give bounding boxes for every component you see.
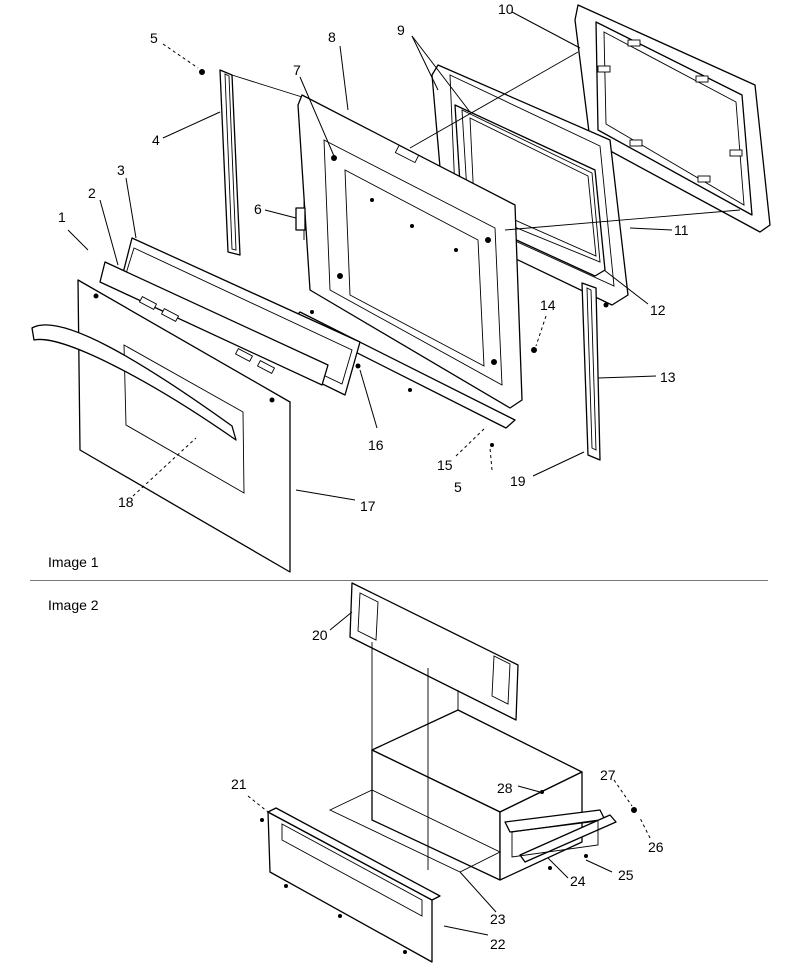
callout-13: 13: [660, 369, 676, 385]
part-8-inner-door-panel: [297, 94, 523, 409]
part-24-25-drawer-slide: [504, 809, 617, 863]
callout-2: 2: [88, 185, 96, 201]
callout-18: 18: [118, 494, 134, 510]
callout-3: 3: [117, 162, 125, 178]
leader-lines-image-1: [67, 11, 673, 501]
callout-15: 15: [437, 457, 453, 473]
caption-image-2: Image 2: [48, 597, 99, 613]
callout-25: 25: [618, 867, 634, 883]
callout-10: 10: [498, 1, 514, 17]
callout-8: 8: [328, 29, 336, 45]
callout-14: 14: [540, 297, 556, 313]
callout-9: 9: [397, 22, 405, 38]
callout-27: 27: [600, 767, 616, 783]
part-17-outer-door-panel: [77, 279, 291, 573]
part-4-left-side-trim: [219, 69, 241, 256]
callout-5-top: 5: [150, 30, 158, 46]
part-18-door-handle: [31, 324, 237, 441]
part-13-right-side-trim: [581, 282, 601, 461]
leader-lines-image-2: [247, 611, 651, 936]
callout-23: 23: [490, 911, 506, 927]
callout-22: 22: [490, 936, 506, 952]
callout-20: 20: [312, 627, 328, 643]
callout-26: 26: [648, 839, 664, 855]
part-9-glass-panels: [454, 104, 606, 277]
callout-4: 4: [152, 132, 160, 148]
image-divider: [30, 580, 768, 581]
part-2-vent-panel: [99, 261, 329, 386]
callout-5-bottom: 5: [454, 479, 462, 495]
part-6-hinge-bracket: [295, 207, 306, 231]
hardware-screws: [199, 69, 609, 447]
callout-11: 11: [674, 222, 689, 238]
callout-12: 12: [650, 302, 666, 318]
callout-16: 16: [368, 437, 384, 453]
callout-7: 7: [293, 62, 301, 78]
callout-24: 24: [570, 873, 586, 889]
callout-1: 1: [58, 209, 66, 225]
callout-17: 17: [360, 498, 376, 514]
callout-19: 19: [510, 473, 526, 489]
part-20-drawer-rear-panel: [349, 582, 519, 721]
hardware-image-2: [260, 790, 637, 954]
callout-28: 28: [497, 780, 513, 796]
part-10-door-frame: [574, 4, 771, 233]
callout-6: 6: [254, 201, 262, 217]
part-22-drawer-front: [267, 807, 441, 963]
caption-image-1: Image 1: [48, 554, 99, 570]
callout-21: 21: [231, 776, 247, 792]
